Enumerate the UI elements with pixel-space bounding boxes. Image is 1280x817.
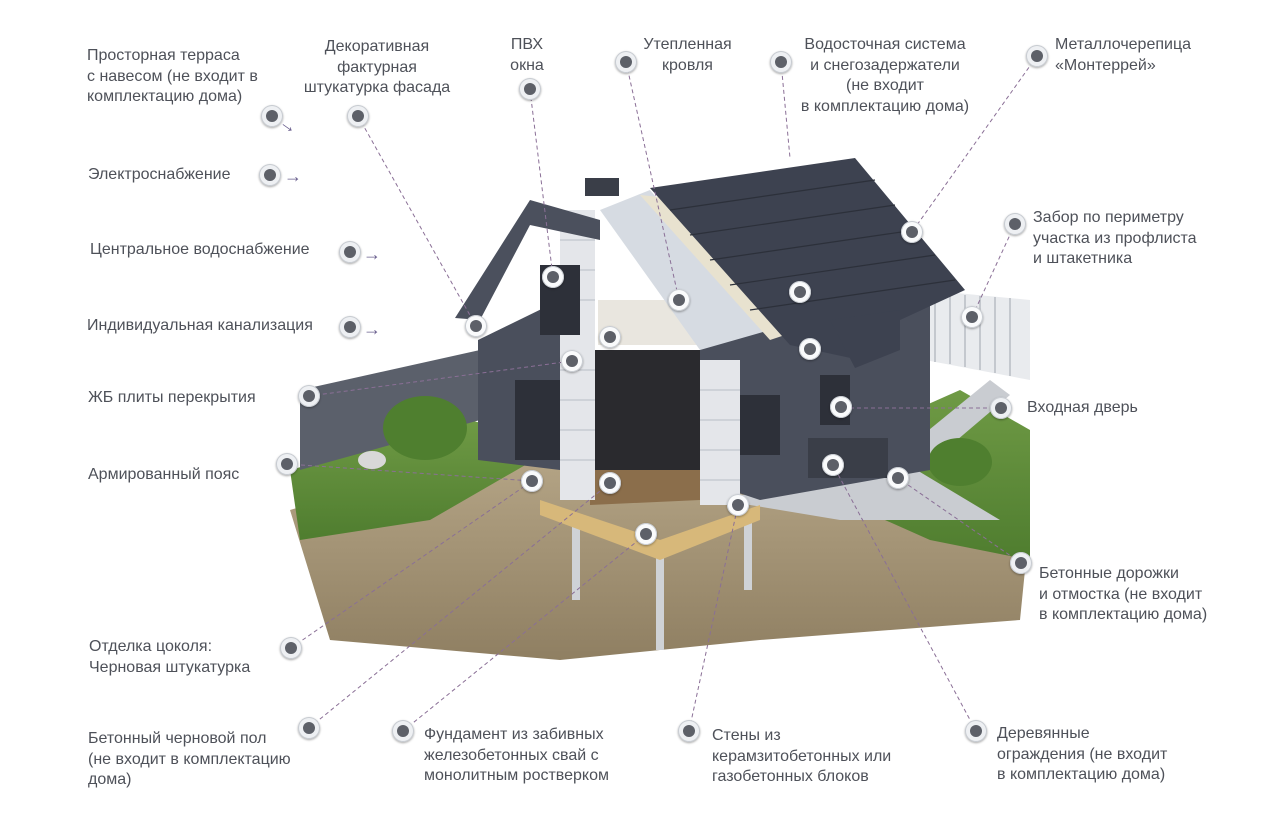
label-tile: Металлочерепица «Монтеррей» [1055,36,1192,74]
tile-marker-icon[interactable] [1026,45,1048,67]
label-windows: ПВХ окна [510,36,544,74]
foundation-marker-icon[interactable] [392,720,414,742]
house-point-roof-icon[interactable] [668,289,690,311]
house-point-slabs-upper-icon[interactable] [599,326,621,348]
label-drainage: Водосточная система и снегозадержатели (… [800,36,970,115]
label-foundation: Фундамент из забивных железобетонных сва… [424,726,609,784]
label-fence: Забор по периметру участка из профлиста … [1033,209,1197,267]
house-point-slabs-icon[interactable] [561,350,583,372]
railings-marker-icon[interactable] [965,720,987,742]
terrace-marker-icon[interactable] [261,105,283,127]
label-railings: Деревянные ограждения (не входит в компл… [997,725,1168,783]
label-water: Центральное водоснабжение [90,241,310,258]
house-point-drainage-icon[interactable] [789,281,811,303]
door-marker-icon[interactable] [990,397,1012,419]
label-door: Входная дверь [1027,399,1138,416]
plinth-marker-icon[interactable] [280,637,302,659]
house-point-railings-icon[interactable] [822,454,844,476]
sewage-marker-icon[interactable] [339,316,361,338]
label-floor: Бетонный черновой пол (не входит в компл… [88,730,291,788]
right-arrow-icon: → [284,166,302,186]
drainage-marker-icon[interactable] [770,51,792,73]
power-marker-icon[interactable] [259,164,281,186]
label-terrace: Просторная терраса с навесом (не входит … [87,47,258,105]
leader-lines [286,55,1038,732]
house-point-roof-edge-icon[interactable] [799,338,821,360]
walls-marker-icon[interactable] [678,720,700,742]
label-slabs: ЖБ плиты перекрытия [88,389,256,406]
label-sewage: Индивидуальная канализация [87,317,313,334]
label-walls: Стены из керамзитобетонных или газобетон… [712,727,892,785]
house-point-door-icon[interactable] [830,396,852,418]
house-point-facade-icon[interactable] [465,315,487,337]
house-point-paths-icon[interactable] [887,467,909,489]
house-point-walls-icon[interactable] [727,494,749,516]
label-belt: Армированный пояс [88,466,240,483]
label-paths: Бетонные дорожки и отмостка (не входит в… [1039,565,1208,623]
house-point-foundation-icon[interactable] [635,523,657,545]
label-plinth: Отделка цоколя: Черновая штукатурка [89,638,251,676]
windows-marker-icon[interactable] [519,78,541,100]
belt-marker-icon[interactable] [276,453,298,475]
right-arrow-icon: → [363,319,381,339]
floor-marker-icon[interactable] [298,717,320,739]
paths-marker-icon[interactable] [1010,552,1032,574]
house-point-floor-icon[interactable] [599,472,621,494]
house-point-fence-icon[interactable] [961,306,983,328]
house-point-belt-icon[interactable] [521,470,543,492]
label-facade: Декоративная фактурная штукатурка фасада [303,38,451,96]
fence-marker-icon[interactable] [1004,213,1026,235]
label-roof: Утепленная кровля [643,36,732,74]
label-power: Электроснабжение [88,166,231,183]
house-point-tile-icon[interactable] [901,221,923,243]
water-marker-icon[interactable] [339,241,361,263]
roof-marker-icon[interactable] [615,51,637,73]
right-arrow-icon: → [363,244,381,264]
slabs-marker-icon[interactable] [298,385,320,407]
house-point-windows-icon[interactable] [542,266,564,288]
facade-marker-icon[interactable] [347,105,369,127]
